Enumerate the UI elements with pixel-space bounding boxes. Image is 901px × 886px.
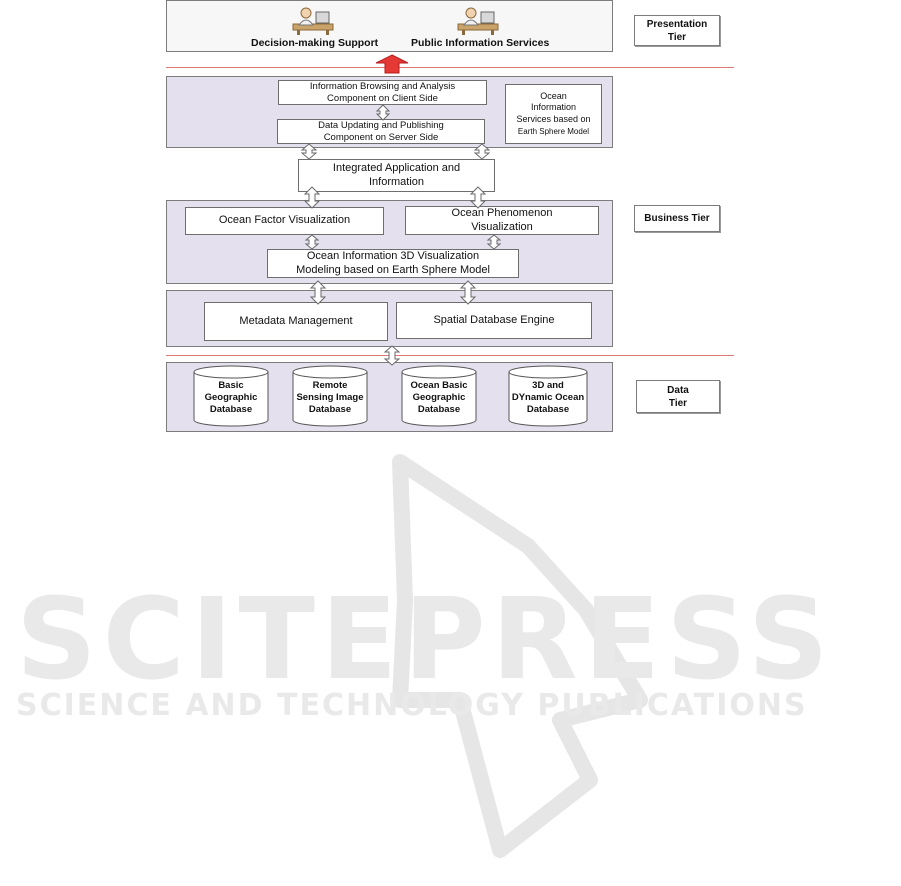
separator-line (166, 67, 734, 68)
ocean-factor-box: Ocean Factor Visualization (185, 207, 384, 235)
user-workstation-icon (457, 7, 499, 35)
business-tier-label: Business Tier (634, 205, 720, 232)
metadata-management-box: Metadata Management (204, 302, 388, 341)
up-arrow-icon (375, 54, 409, 74)
decision-support-label: Decision-making Support (251, 37, 379, 49)
user-workstation-icon (292, 7, 334, 35)
separator-line (166, 355, 734, 356)
spatial-database-engine-box: Spatial Database Engine (396, 302, 592, 339)
public-info-services-label: Public Information Services (411, 37, 550, 49)
presentation-panel (166, 0, 613, 52)
watermark-subtitle: SCIENCE AND TECHNOLOGY PUBLICATIONS (16, 688, 808, 723)
watermark-title: SCITEPRESS (16, 575, 835, 705)
